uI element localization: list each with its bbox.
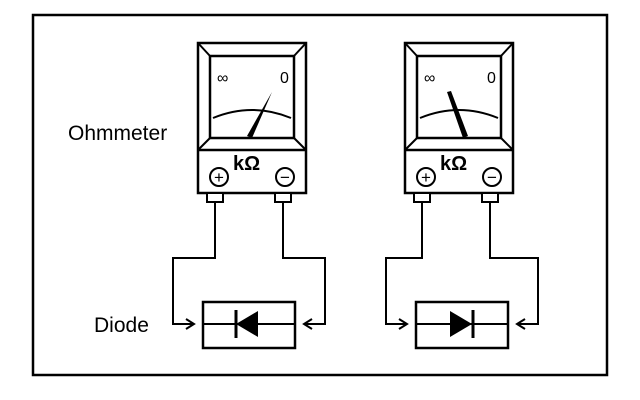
scale-infinity-label: ∞: [424, 70, 435, 87]
probe-arrow-icon: [185, 318, 196, 330]
plus-jack: [206, 192, 224, 203]
plus-sign: +: [421, 168, 431, 187]
minus-probe-wire: [282, 202, 326, 325]
meter-needle: [447, 91, 468, 138]
plus-terminal-icon: [416, 167, 436, 187]
ohmmeter-label: Ohmmeter: [68, 122, 167, 145]
plus-terminal-icon: [209, 167, 229, 187]
diagram-frame: [31, 13, 609, 377]
diode-label: Diode: [94, 314, 149, 337]
probe-wires-right: [385, 202, 539, 325]
minus-jack: [274, 192, 292, 203]
diode-triangle-icon: [450, 311, 472, 337]
unit-label: kΩ: [233, 153, 260, 175]
meter-needle: [247, 92, 272, 138]
diode-left: [201, 300, 297, 350]
unit-label: kΩ: [440, 153, 467, 175]
minus-jack: [481, 192, 499, 203]
probe-wires-left: [172, 202, 326, 325]
scale-zero-label: 0: [487, 70, 496, 87]
scale-infinity-label: ∞: [217, 70, 228, 87]
plus-sign: +: [214, 168, 224, 187]
scale-zero-label: 0: [280, 70, 289, 87]
ohmmeter-right: ∞ 0 kΩ + −: [403, 41, 515, 203]
probe-arrow-icon: [515, 318, 526, 330]
plus-probe-wire: [385, 202, 423, 325]
diode-triangle-icon: [236, 311, 258, 337]
scale-arc: [419, 109, 499, 119]
plus-probe-wire: [172, 202, 216, 325]
ohmmeter-left: ∞ 0 kΩ + −: [196, 41, 308, 203]
minus-probe-wire: [489, 202, 539, 325]
minus-sign: −: [280, 168, 290, 187]
minus-terminal-icon: [482, 167, 502, 187]
minus-sign: −: [487, 168, 497, 187]
plus-jack: [413, 192, 431, 203]
minus-terminal-icon: [275, 167, 295, 187]
diode-right: [414, 300, 510, 350]
probe-arrow-icon: [302, 318, 313, 330]
scale-arc: [212, 109, 292, 119]
meter-face: [208, 54, 296, 140]
probe-arrow-icon: [398, 318, 409, 330]
